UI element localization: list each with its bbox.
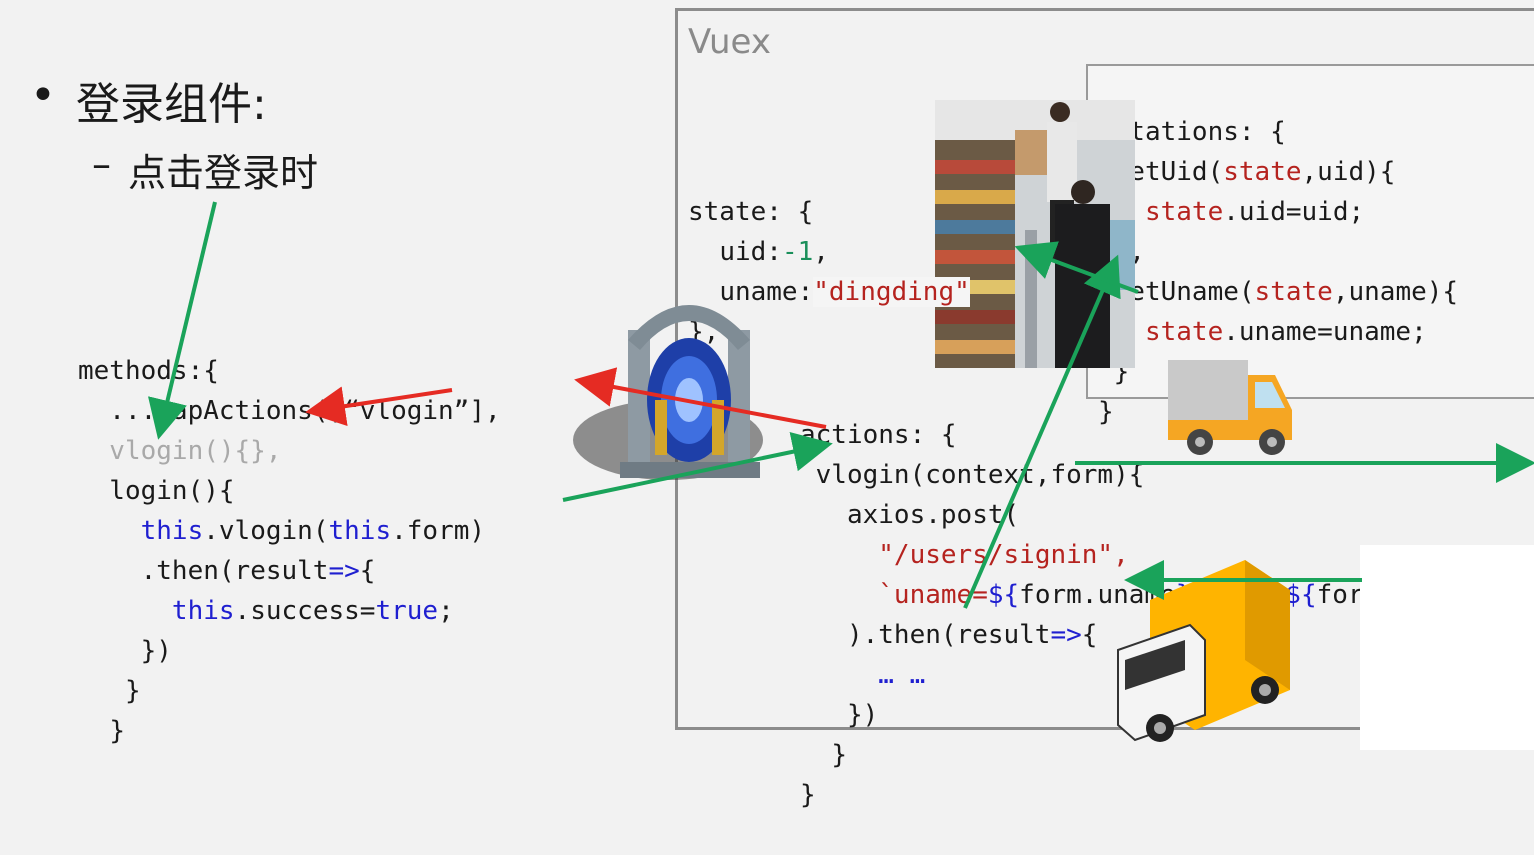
- code-token: uname:: [719, 277, 814, 307]
- code-token: {: [1081, 620, 1098, 650]
- mutations-box: [1086, 64, 1534, 399]
- code-token: .vlogin(: [203, 516, 329, 546]
- state-code: state: { uid:-1, uname:"dingding"},: [688, 152, 970, 392]
- slide-subtitle: 点击登录时: [128, 151, 319, 195]
- methods-line-8: }): [78, 631, 501, 671]
- code-token: ,uname){: [1332, 277, 1459, 307]
- mutations-line-2: setUid(state,uid){: [1098, 152, 1458, 192]
- code-token: -1: [781, 237, 814, 267]
- methods-line-4: login(){: [78, 476, 235, 506]
- code-token: &upwd=: [1191, 580, 1286, 610]
- bullet-dot: •: [30, 70, 56, 121]
- white-patch: [1360, 545, 1534, 750]
- actions-line-1: actions: {: [800, 420, 957, 450]
- code-token: axios.post(: [846, 500, 1020, 530]
- state-line-2: uid:-1,: [688, 232, 970, 272]
- mutations-line-5: setUname(state,uname){: [1098, 272, 1458, 312]
- methods-line-9: }: [78, 671, 501, 711]
- code-token: .form): [391, 516, 486, 546]
- vuex-title: Vuex: [688, 22, 771, 62]
- code-token: =>: [1050, 620, 1082, 650]
- code-token: ...mapActions([: [78, 396, 345, 426]
- code-token: “vlogin”: [344, 396, 470, 426]
- methods-line-5: this.vlogin(this.form): [78, 511, 501, 551]
- code-token: this: [328, 516, 392, 546]
- mutations-line-6: state.uname=uname;: [1098, 312, 1458, 352]
- actions-line-8: }): [800, 695, 1489, 735]
- actions-line-7: … …: [800, 655, 1489, 695]
- code-token: uid:: [719, 237, 782, 267]
- slide-title: 登录组件:: [76, 79, 267, 130]
- methods-line-7: this.success=true;: [78, 591, 501, 631]
- code-token: ,: [813, 237, 829, 267]
- code-token: form.uname: [1019, 580, 1176, 610]
- methods-line-2: ...mapActions([“vlogin”],: [78, 391, 501, 431]
- code-token: }): [140, 636, 172, 666]
- code-token: ],: [469, 396, 501, 426]
- state-line-1: state: {: [688, 197, 814, 227]
- code-token: "/users/signin",: [878, 540, 1129, 570]
- code-token: state: [1254, 277, 1333, 307]
- mutations-line-1: mutations: {: [1098, 117, 1286, 147]
- code-token: true: [375, 596, 439, 626]
- code-token: }: [1175, 580, 1192, 610]
- code-token: ,uid){: [1301, 157, 1396, 187]
- code-token: state: [1144, 197, 1224, 227]
- actions-line-10: }: [800, 780, 816, 810]
- code-token: ;: [438, 596, 454, 626]
- actions-line-2: vlogin(context,form){: [800, 455, 1489, 495]
- dash: –: [92, 142, 111, 186]
- state-line-4: },: [688, 317, 720, 347]
- methods-line-3: vlogin(){},: [78, 436, 282, 466]
- code-token: this: [140, 516, 204, 546]
- code-token: `uname=: [878, 580, 988, 610]
- methods-line-1: methods:{: [78, 356, 219, 386]
- code-token: vlogin(context,form){: [815, 460, 1145, 490]
- code-token: ${: [1285, 580, 1317, 610]
- code-token: {: [359, 556, 376, 586]
- actions-line-6: ).then(result=>{: [800, 615, 1489, 655]
- code-token: this: [171, 596, 235, 626]
- code-token: .success=: [234, 596, 376, 626]
- methods-code: methods:{ ...mapActions([“vlogin”], vlog…: [78, 311, 501, 791]
- code-token: .uid=uid;: [1223, 197, 1365, 227]
- code-token: =>: [328, 556, 360, 586]
- code-token: .uname=uname;: [1223, 317, 1427, 347]
- code-token: … …: [878, 660, 926, 690]
- mutations-line-4: },: [1098, 232, 1458, 272]
- code-token: }: [831, 740, 847, 770]
- code-token: ).then(result: [846, 620, 1051, 650]
- methods-line-6: .then(result=>{: [78, 551, 501, 591]
- code-token: }: [124, 676, 141, 706]
- code-token: }: [109, 716, 125, 746]
- code-token: state: [1144, 317, 1224, 347]
- actions-line-3: axios.post(: [800, 495, 1489, 535]
- code-token: state: [1223, 157, 1302, 187]
- code-token: .then(result: [140, 556, 329, 586]
- mutations-line-3: state.uid=uid;: [1098, 192, 1458, 232]
- state-line-3: uname:"dingding": [688, 272, 970, 312]
- methods-line-10: }: [78, 711, 501, 751]
- code-token: "dingding": [813, 277, 970, 307]
- code-token: }): [846, 700, 879, 730]
- code-token: ${: [987, 580, 1020, 610]
